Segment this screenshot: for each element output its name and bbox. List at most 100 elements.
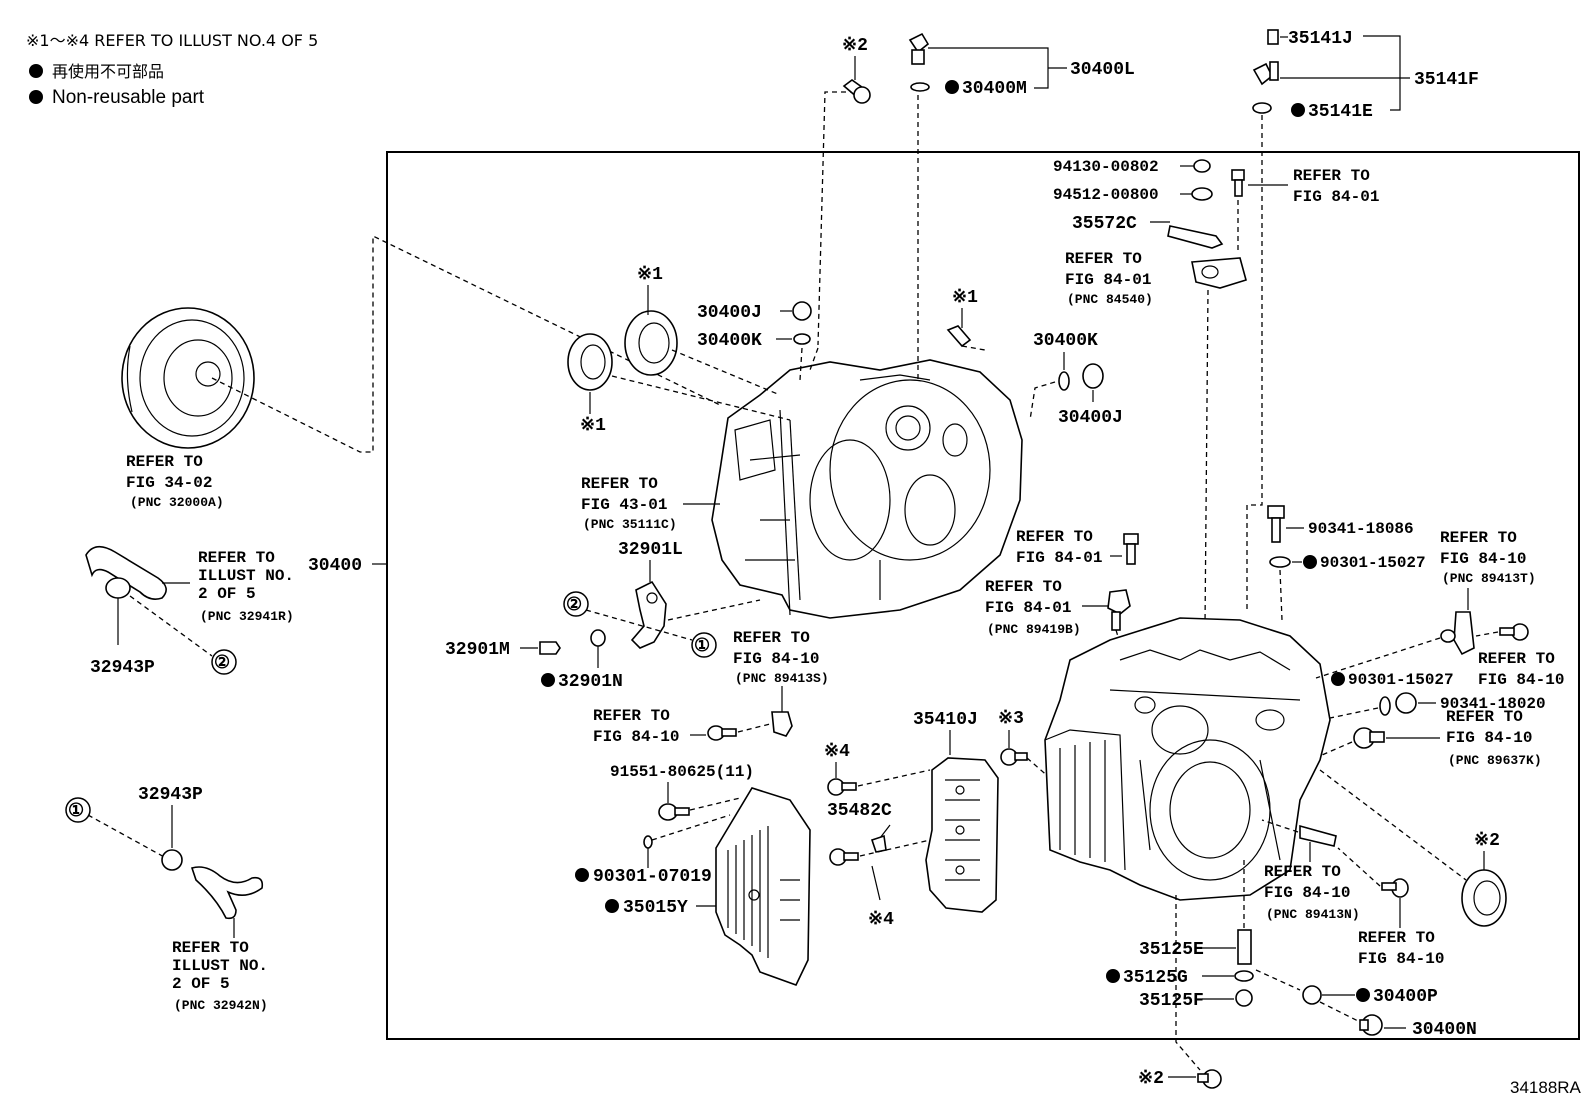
marker-label: ※1 <box>637 265 663 285</box>
part-number-label: 35482C <box>827 801 892 821</box>
non-reusable-dot-icon <box>29 90 43 104</box>
part-number-label: 90301-15027 <box>1320 554 1426 572</box>
marker-label: ※2 <box>842 36 868 56</box>
leader-torque-converter <box>211 234 721 453</box>
gasket-drawing <box>643 835 653 849</box>
part-number-label: 35572C <box>1072 214 1137 234</box>
oil-pan-drawing <box>715 787 811 986</box>
bolt-drawing <box>1499 623 1529 641</box>
hose-drawing <box>161 849 264 920</box>
torque-converter-drawing <box>121 307 255 449</box>
part-number-label: 30400K <box>697 331 762 351</box>
ref-label: ILLUST NO. <box>172 957 268 975</box>
part-number-label: 32943P <box>138 785 203 805</box>
pnc-label: (PNC 89413S) <box>735 671 829 686</box>
part-number-label: 35141J <box>1288 29 1353 49</box>
part-number-label: 35125E <box>1139 940 1204 960</box>
bolt-drawing <box>827 778 857 796</box>
bolt-drawing <box>707 725 737 741</box>
pnc-label: (PNC 89413N) <box>1266 907 1360 922</box>
ref-label: FIG 84-10 <box>593 728 679 746</box>
part-number-label: 32901L <box>618 540 683 560</box>
part-number-label: 90341-18020 <box>1440 695 1546 713</box>
bolt-drawing <box>1000 748 1028 766</box>
part-number-label: 30400N <box>1412 1020 1477 1040</box>
drain-plug-drawing <box>908 32 930 92</box>
clip-drawing <box>590 629 606 647</box>
bolt-drawing <box>1381 878 1409 898</box>
part-number-label: 35141E <box>1308 102 1373 122</box>
ref-label: REFER TO <box>985 578 1062 596</box>
pnc-label: (PNC 89419B) <box>987 622 1081 637</box>
ref-label: FIG 84-10 <box>1446 729 1532 747</box>
bracket-drawing <box>1167 225 1224 249</box>
legend-jp: 再使用不可部品 <box>52 62 164 81</box>
ref-label: FIG 43-01 <box>581 496 667 514</box>
transmission-case-drawing <box>711 359 1023 619</box>
ref-label: ILLUST NO. <box>198 567 294 585</box>
part-number-label: 35141F <box>1414 70 1479 90</box>
hose-drawing <box>85 545 167 600</box>
ref-label: REFER TO <box>733 629 810 647</box>
plug-drawing <box>1082 363 1104 389</box>
pnc-label: (PNC 89637K) <box>1448 753 1542 768</box>
part-number-label: 30400L <box>1070 60 1135 80</box>
pnc-label: (PNC 84540) <box>1067 292 1153 307</box>
ref-label: REFER TO <box>593 707 670 725</box>
ref-label: REFER TO <box>1016 528 1093 546</box>
illustration-code: 34188RA <box>1510 1078 1582 1097</box>
valve-body-drawing <box>925 757 999 913</box>
gasket-drawing <box>793 333 811 345</box>
bolt-drawing <box>1123 533 1139 565</box>
part-number-label: 94130-00802 <box>1053 158 1159 176</box>
leader-m2-top <box>817 91 855 346</box>
transaxle-housing-drawing <box>1044 617 1331 901</box>
ref-label: REFER TO <box>1446 708 1523 726</box>
pnc-label: (PNC 89413T) <box>1442 571 1536 586</box>
ref-label: 2 OF 5 <box>172 975 230 993</box>
part-number-label: 94512-00800 <box>1053 186 1159 204</box>
ref-label: FIG 84-10 <box>1264 884 1350 902</box>
part-number-label: 90301-07019 <box>593 867 712 887</box>
ref-label: FIG 84-10 <box>733 650 819 668</box>
header-note: ※1～※4 REFER TO ILLUST NO.4 OF 5 <box>26 31 318 50</box>
circle-marker-label: ① <box>694 637 710 657</box>
plug-drawing <box>792 301 812 321</box>
ref-label: FIG 84-01 <box>1065 271 1151 289</box>
speed-sensor-drawing <box>1440 611 1475 656</box>
pnc-label: (PNC 32941R) <box>200 609 294 624</box>
ref-label: REFER TO <box>198 549 275 567</box>
speed-sensor-drawing <box>1299 824 1337 847</box>
marker-label: ※2 <box>1138 1069 1164 1089</box>
ref-label: REFER TO <box>172 939 249 957</box>
breather-plug-drawing <box>1252 29 1279 114</box>
marker-label: ※4 <box>868 910 894 930</box>
marker-label: ※4 <box>824 742 850 762</box>
part-number-label: 30400M <box>962 79 1027 99</box>
part-number-label: 30400J <box>697 303 762 323</box>
pnc-label: (PNC 32942N) <box>174 998 268 1013</box>
ref-label: REFER TO <box>1478 650 1555 668</box>
part-number-label: 35125F <box>1139 991 1204 1011</box>
circle-marker-label: ② <box>566 596 582 616</box>
part-number-label: 91551-80625(11) <box>610 763 754 781</box>
washer-drawing <box>1191 187 1213 201</box>
assembly-frame <box>386 151 1580 1040</box>
circle-marker-label: ① <box>68 802 84 822</box>
nut-drawing <box>1193 159 1211 173</box>
part-number-label: 90341-18086 <box>1308 520 1414 538</box>
marker-label: ※2 <box>1474 831 1500 851</box>
plug-drawing <box>1359 1014 1383 1036</box>
speed-sensor-drawing <box>771 711 793 737</box>
position-sensor-drawing <box>1107 589 1131 631</box>
marker-label: ※3 <box>998 709 1024 729</box>
part-number-label: 32901N <box>558 672 623 692</box>
ref-label: REFER TO <box>1264 863 1341 881</box>
part-number-label: 90301-15027 <box>1348 671 1454 689</box>
ref-label: REFER TO <box>1358 929 1435 947</box>
part-number-label: 30400P <box>1373 987 1438 1007</box>
bolt-drawing <box>1267 505 1285 543</box>
ref-label: REFER TO <box>1065 250 1142 268</box>
bolt-drawing <box>1231 169 1245 197</box>
